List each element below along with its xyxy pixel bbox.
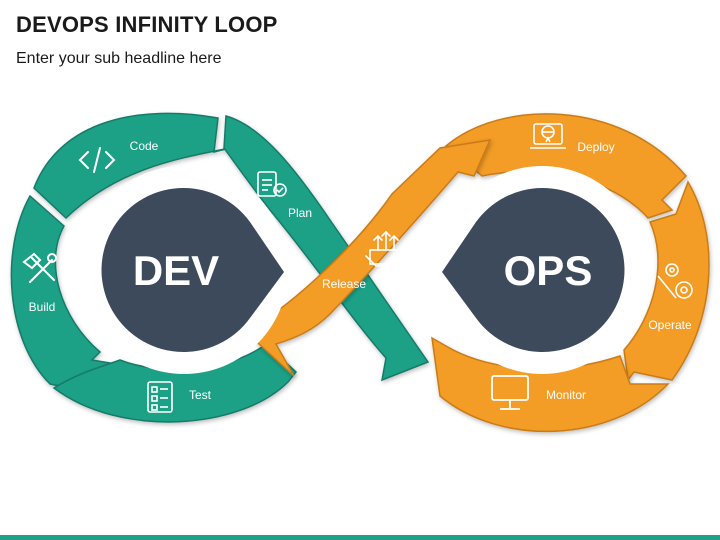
- box-upload-arrows-icon: [365, 230, 407, 267]
- operate-segment: [623, 180, 710, 382]
- stage-label-release: Release: [322, 277, 366, 291]
- ops-hub-label: OPS: [504, 247, 593, 294]
- hammer-wrench-icon: [22, 252, 57, 283]
- dev-hub-label: DEV: [133, 247, 219, 294]
- stage-label-deploy: Deploy: [577, 140, 614, 154]
- page-title: DEVOPS INFINITY LOOP: [16, 12, 278, 37]
- checklist-document-icon: [257, 171, 287, 197]
- stage-label-plan: Plan: [288, 206, 312, 220]
- dev-hub: [101, 187, 284, 352]
- test-checklist-icon: [147, 381, 173, 413]
- page-subtitle: Enter your sub headline here: [16, 50, 222, 67]
- ops-hub: [442, 187, 625, 352]
- stage-label-test: Test: [189, 388, 212, 402]
- stage-label-build: Build: [29, 300, 56, 314]
- stage-label-monitor: Monitor: [546, 388, 586, 402]
- gears-icon: [657, 263, 693, 299]
- test-segment: [52, 343, 298, 423]
- bottom-accent-bar: [0, 535, 720, 540]
- desktop-monitor-icon: [491, 375, 529, 410]
- code-segment: [33, 112, 231, 220]
- stage-label-code: Code: [130, 139, 159, 153]
- laptop-globe-icon: [530, 123, 566, 149]
- code-brackets-icon: [78, 147, 116, 173]
- stage-label-operate: Operate: [648, 318, 692, 332]
